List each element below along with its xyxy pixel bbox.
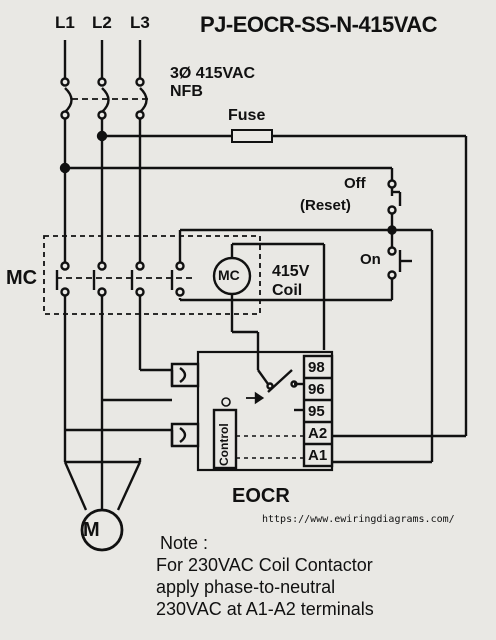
coil-symbol: MC: [218, 267, 240, 283]
note-line-1: For 230VAC Coil Contactor: [156, 555, 373, 575]
contactor-label: MC: [6, 267, 38, 289]
fuse-label: Fuse: [228, 107, 266, 124]
breaker-rating: 3Ø 415VAC: [170, 65, 256, 82]
terminal-96: 96: [308, 381, 325, 398]
terminal-98: 98: [308, 359, 325, 376]
phase-label-l3: L3: [130, 13, 150, 32]
motor-label: M: [83, 519, 100, 541]
control-label: Control: [217, 423, 231, 466]
coil-voltage: 415V: [272, 263, 310, 280]
note-heading: Note :: [160, 533, 209, 553]
note-line-2: apply phase-to-neutral: [156, 577, 336, 597]
terminal-a1: A1: [308, 447, 328, 464]
diagram-title: PJ-EOCR-SS-N-415VAC: [200, 12, 438, 37]
terminal-a2: A2: [308, 425, 328, 442]
start-button-label: On: [360, 251, 381, 268]
coil-label: Coil: [272, 282, 303, 299]
phase-label-l2: L2: [92, 13, 112, 32]
terminal-95: 95: [308, 403, 325, 420]
watermark-url: https://www.ewiringdiagrams.com/: [262, 514, 455, 525]
stop-button-label: Off: [344, 175, 366, 192]
eocr-label: EOCR: [232, 485, 290, 507]
breaker-label: NFB: [170, 83, 203, 100]
phase-label-l1: L1: [55, 13, 75, 32]
reset-label: (Reset): [300, 197, 351, 214]
note-line-3: 230VAC at A1-A2 terminals: [156, 599, 374, 619]
